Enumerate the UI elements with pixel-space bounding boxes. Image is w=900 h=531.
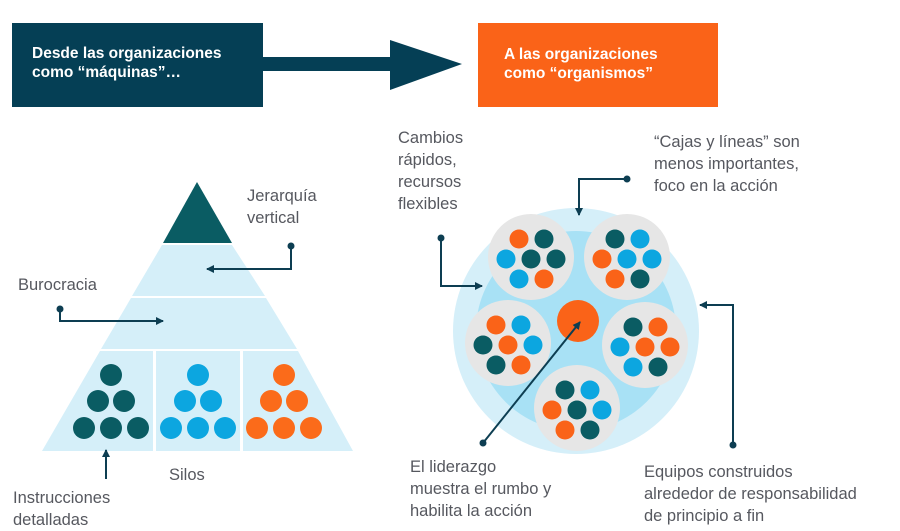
team-member-dot xyxy=(486,355,506,375)
silo-member-dot xyxy=(214,417,236,439)
team-member-dot xyxy=(509,229,529,249)
team-member-dot xyxy=(648,357,668,377)
changes-label-line3: recursos xyxy=(398,173,462,191)
silo-member-dot xyxy=(160,417,182,439)
team-member-dot xyxy=(610,337,630,357)
silo-member-dot xyxy=(273,417,295,439)
hierarchy-callout xyxy=(206,242,295,273)
pyramid-tier-3 xyxy=(101,298,297,349)
team-member-dot xyxy=(623,317,643,337)
silos-label: Silos xyxy=(169,464,205,486)
leadership-callout xyxy=(479,321,581,447)
team-member-dot xyxy=(521,249,541,269)
leadership-label: El liderazgo muestra el rumbo y habilita… xyxy=(410,456,551,522)
team-member-dot xyxy=(534,229,554,249)
silo-member-dot xyxy=(100,364,122,386)
silo-member-dot xyxy=(87,390,109,412)
team-member-dot xyxy=(630,229,650,249)
silo-member-dot xyxy=(174,390,196,412)
team-member-dot xyxy=(555,380,575,400)
bureaucracy-label: Burocracia xyxy=(18,274,97,296)
from-machines-box: Desde las organizaciones como “máquinas”… xyxy=(12,23,263,107)
pyramid-tier-2 xyxy=(132,245,265,296)
from-box-line2: como “máquinas”… xyxy=(32,64,181,81)
team-member-dot xyxy=(630,269,650,289)
leadership-label-line2: muestra el rumbo y xyxy=(410,480,552,498)
team-member-dot xyxy=(511,355,531,375)
team-member-dot xyxy=(542,400,562,420)
to-organisms-box: A las organizaciones como “organismos” xyxy=(478,23,718,107)
hierarchy-label-line2: vertical xyxy=(247,209,300,227)
team-member-dot xyxy=(498,335,518,355)
team-member-dot xyxy=(509,269,529,289)
team-member-dot xyxy=(623,357,643,377)
team-member-dot xyxy=(567,400,587,420)
silo-member-dot xyxy=(73,417,95,439)
organism-network xyxy=(453,208,699,454)
teams-label-line3: de principio a fin xyxy=(644,507,765,525)
silo-member-dot xyxy=(100,417,122,439)
instructions-label-line2: detalladas xyxy=(13,511,89,529)
leadership-label-line1: El liderazgo xyxy=(410,458,497,476)
silo-member-dot xyxy=(127,417,149,439)
changes-label-line4: flexibles xyxy=(398,195,458,213)
team-member-dot xyxy=(546,249,566,269)
team-member-dot xyxy=(473,335,493,355)
teams-label-line2: alrededor de responsabilidad xyxy=(644,485,857,503)
boxes-lines-label-line1: “Cajas y líneas” son xyxy=(654,133,800,151)
silo-member-dot xyxy=(246,417,268,439)
teams-label: Equipos construidos alrededor de respons… xyxy=(644,461,857,527)
silo-member-dot xyxy=(300,417,322,439)
bureaucracy-callout xyxy=(56,305,164,325)
from-box-line1: Desde las organizaciones xyxy=(32,45,222,62)
team-member-dot xyxy=(580,420,600,440)
team-member-dot xyxy=(486,315,506,335)
team-member-dot xyxy=(605,229,625,249)
boxes-lines-label: “Cajas y líneas” son menos importantes, … xyxy=(654,131,800,197)
silos-label-text: Silos xyxy=(169,466,205,484)
silo-member-dot xyxy=(273,364,295,386)
changes-label: Cambios rápidos, recursos flexibles xyxy=(398,127,463,215)
team-member-dot xyxy=(592,249,612,269)
team-member-dot xyxy=(642,249,662,269)
leadership-label-line3: habilita la acción xyxy=(410,502,532,520)
team-member-dot xyxy=(660,337,680,357)
team-member-dot xyxy=(648,317,668,337)
instructions-label: Instrucciones detalladas xyxy=(13,487,110,531)
hierarchy-pyramid xyxy=(42,182,353,451)
team-member-dot xyxy=(534,269,554,289)
pyramid-top xyxy=(163,182,232,243)
changes-callout xyxy=(437,234,483,290)
changes-label-line2: rápidos, xyxy=(398,151,457,169)
to-box-line1: A las organizaciones xyxy=(504,46,658,63)
teams-label-line1: Equipos construidos xyxy=(644,463,793,481)
team-member-dot xyxy=(496,249,516,269)
instructions-label-line1: Instrucciones xyxy=(13,489,111,507)
silo-member-dot xyxy=(187,364,209,386)
team-member-dot xyxy=(635,337,655,357)
silo-member-dot xyxy=(200,390,222,412)
teams-callout xyxy=(699,301,737,449)
bureaucracy-label-text: Burocracia xyxy=(18,276,97,294)
boxes-lines-label-line2: menos importantes, xyxy=(654,155,799,173)
hierarchy-label-line1: Jerarquía xyxy=(247,187,317,205)
silo-member-dot xyxy=(113,390,135,412)
hierarchy-label: Jerarquía vertical xyxy=(247,185,317,229)
team-member-dot xyxy=(580,380,600,400)
team-member-dot xyxy=(617,249,637,269)
team-member-dot xyxy=(511,315,531,335)
changes-label-line1: Cambios xyxy=(398,129,464,147)
silo-member-dot xyxy=(286,390,308,412)
silo-member-dot xyxy=(187,417,209,439)
team-member-dot xyxy=(555,420,575,440)
boxes-lines-callout xyxy=(575,175,631,216)
team-member-dot xyxy=(605,269,625,289)
team-member-dot xyxy=(523,335,543,355)
silo-member-dot xyxy=(260,390,282,412)
to-box-line2: como “organismos” xyxy=(504,65,653,82)
boxes-lines-label-line3: foco en la acción xyxy=(654,177,778,195)
transition-arrow xyxy=(263,40,462,90)
team-member-dot xyxy=(592,400,612,420)
leadership-core xyxy=(557,300,599,342)
